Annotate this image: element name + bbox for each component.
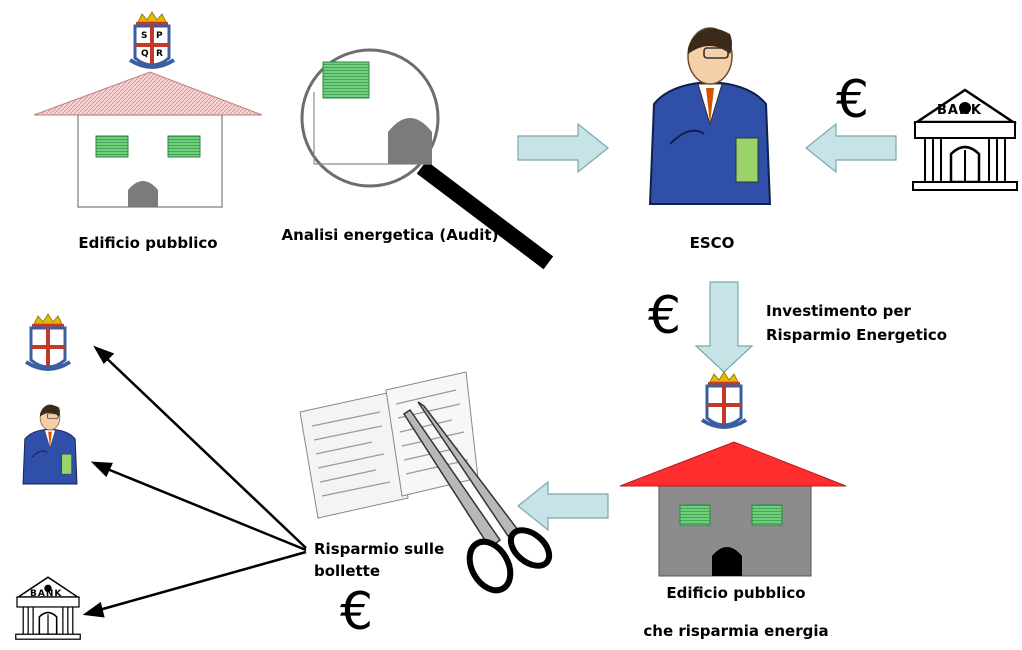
arrow-building-to-savings (517, 480, 609, 532)
arrow-esco-to-building (694, 281, 754, 373)
esco-person-icon (649, 27, 771, 205)
efficient-building-label-line2: che risparmia energia (643, 622, 828, 640)
investment-label-line1: Investimento per (766, 302, 912, 320)
arrow-bank-to-esco (805, 122, 897, 174)
euro-icon: € (648, 286, 682, 346)
investment-label-line2: Risparmio Energetico (766, 326, 947, 344)
distribution-arrows (82, 345, 307, 618)
spqr-crest-icon (24, 312, 72, 371)
efficient-building-icon (619, 441, 847, 577)
crest-letter: P (156, 31, 163, 41)
euro-icon: € (340, 582, 374, 642)
efficient-building-label-line1: Edificio pubblico (666, 584, 805, 602)
euro-icon: € (836, 70, 870, 130)
esco-label: ESCO (690, 234, 735, 252)
savings-label-line1: Risparmio sulle (314, 540, 444, 558)
arrow-audit-to-esco (517, 122, 609, 174)
energy-bills-icon (299, 371, 479, 519)
crest-letter: S (141, 31, 148, 41)
public-building-icon (33, 71, 263, 208)
crest-letter: R (156, 49, 163, 59)
bank-sign-text: BANK (30, 589, 63, 599)
savings-label-line2: bollette (314, 562, 380, 580)
esco-person-icon (22, 404, 78, 485)
spqr-crest-icon (700, 370, 748, 429)
audit-label: Analisi energetica (Audit) (282, 226, 499, 244)
bank-sign-text: BANK (937, 103, 982, 118)
scissors-icon (402, 401, 553, 594)
crest-letter: Q (141, 49, 149, 59)
public-building-label: Edificio pubblico (78, 234, 217, 252)
spqr-crest-icon (128, 10, 176, 69)
magnifier-icon (300, 48, 554, 270)
